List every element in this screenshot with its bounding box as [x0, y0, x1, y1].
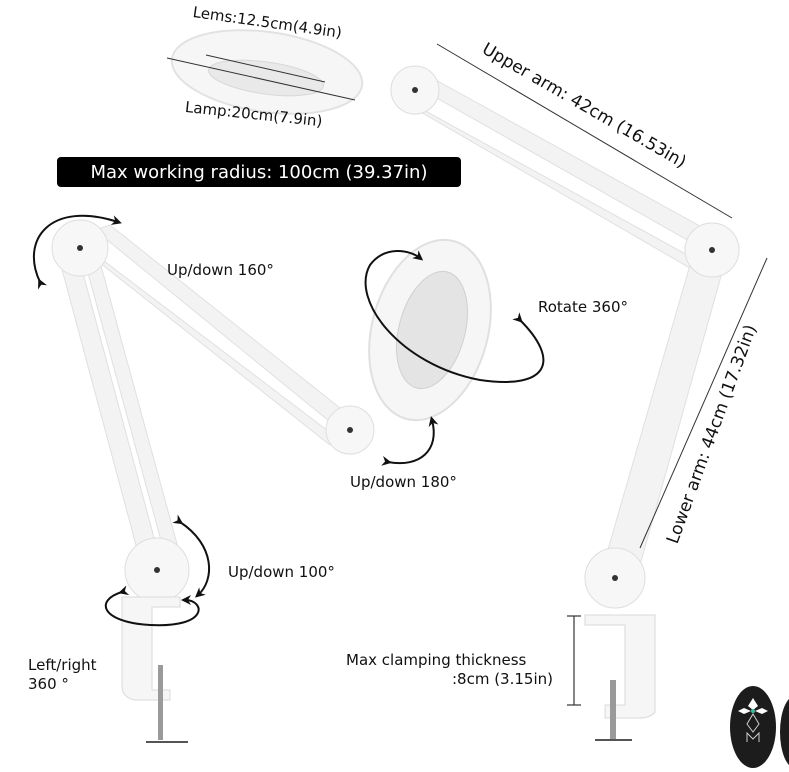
clamp-right — [584, 547, 656, 741]
clamp-left — [121, 537, 190, 743]
rotate-arrow-lamp — [364, 250, 545, 383]
brand-logo-secondary — [780, 696, 789, 768]
lower-arm-dimension-line — [639, 257, 768, 549]
lamp-head-left — [325, 238, 492, 455]
base-swivel-label-line1: Left/right — [28, 656, 97, 674]
swivel-arrow-base — [104, 585, 200, 627]
lamp-tilt-label: Up/down 180° — [350, 473, 457, 491]
diamond-logo-icon — [738, 698, 768, 742]
lamp-rotate-label: Rotate 360° — [538, 298, 629, 316]
base-joint-rotation-label: Up/down 100° — [228, 563, 335, 581]
lens-dimension-line — [205, 54, 326, 83]
brand-logo — [730, 686, 776, 768]
rotate-arrow-top-joint — [32, 214, 122, 290]
upper-arm-right — [390, 65, 727, 269]
clamp-thickness-label-line2: :8cm (3.15in) — [451, 670, 553, 688]
upper-arm-dimension-line — [436, 43, 733, 219]
tilt-arrow-lamp — [381, 416, 439, 466]
tilt-arrow-base — [172, 514, 211, 598]
top-joint-rotation-label: Up/down 160° — [167, 261, 274, 279]
lamp-dimension-line — [166, 57, 356, 101]
max-working-radius-banner: Max working radius: 100cm (39.37in) — [57, 157, 461, 187]
clamp-thickness-label-line1: Max clamping thickness — [346, 651, 527, 669]
base-swivel-label-line2: 360 ° — [28, 675, 69, 693]
